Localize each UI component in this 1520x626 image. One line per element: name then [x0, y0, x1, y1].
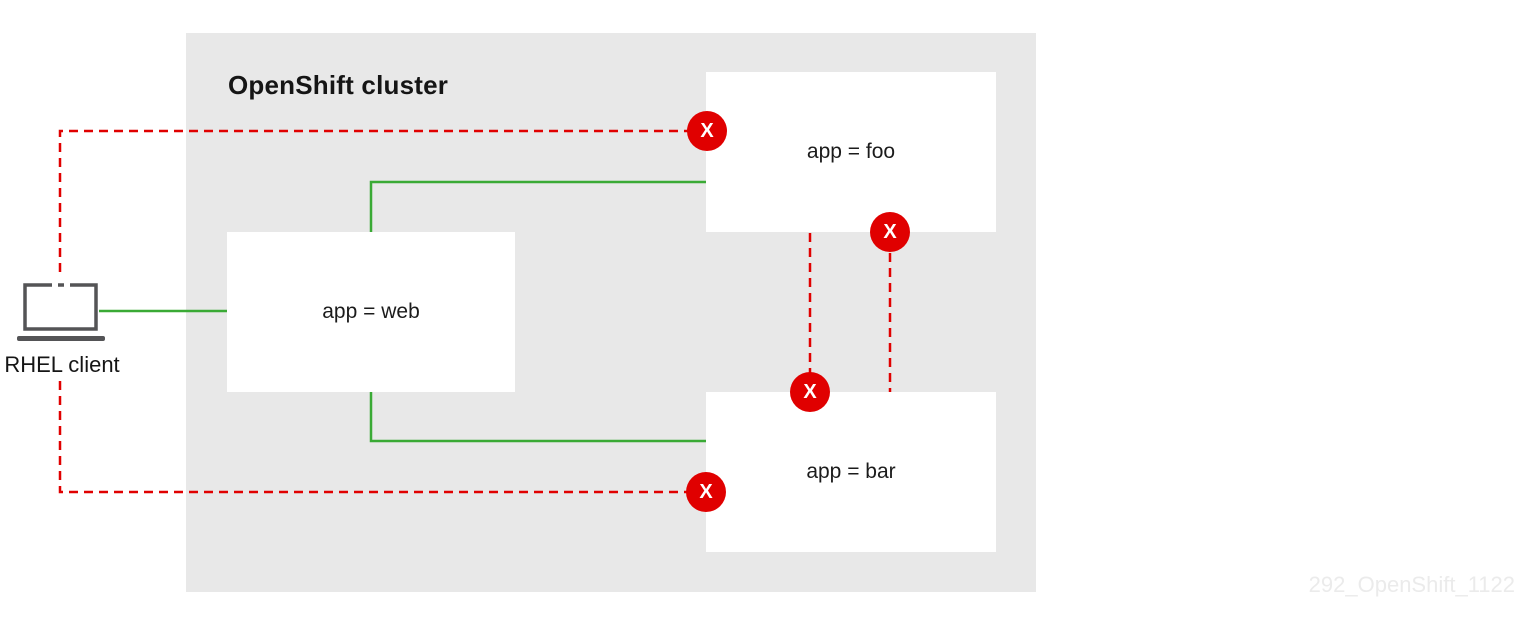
image-watermark: 292_OpenShift_1122 [1308, 572, 1515, 597]
node-app-foo: app = foo [706, 72, 996, 232]
blocked-x-icon-bar-to-foo: X [870, 212, 910, 252]
node-app-web-label: app = web [322, 300, 420, 323]
blocked-line-client-to-foo [58, 129, 700, 272]
node-app-bar-label: app = bar [806, 460, 896, 483]
node-app-foo-label: app = foo [806, 140, 896, 163]
node-app-web: app = web [227, 232, 515, 392]
laptop-icon [17, 283, 105, 341]
allowed-line-web-to-foo [369, 180, 706, 232]
allowed-line-web-to-bar [369, 392, 706, 443]
cluster-title: OpenShift cluster [228, 70, 449, 100]
blocked-line-client-to-bar [58, 381, 700, 494]
blocked-x-icon-client-to-foo: X [687, 111, 727, 151]
rhel-client-label: RHEL client [4, 352, 120, 377]
blocked-x-icon-foo-to-bar: X [790, 372, 830, 412]
node-app-bar: app = bar [706, 392, 996, 552]
blocked-x-icon-client-to-bar: X [686, 472, 726, 512]
